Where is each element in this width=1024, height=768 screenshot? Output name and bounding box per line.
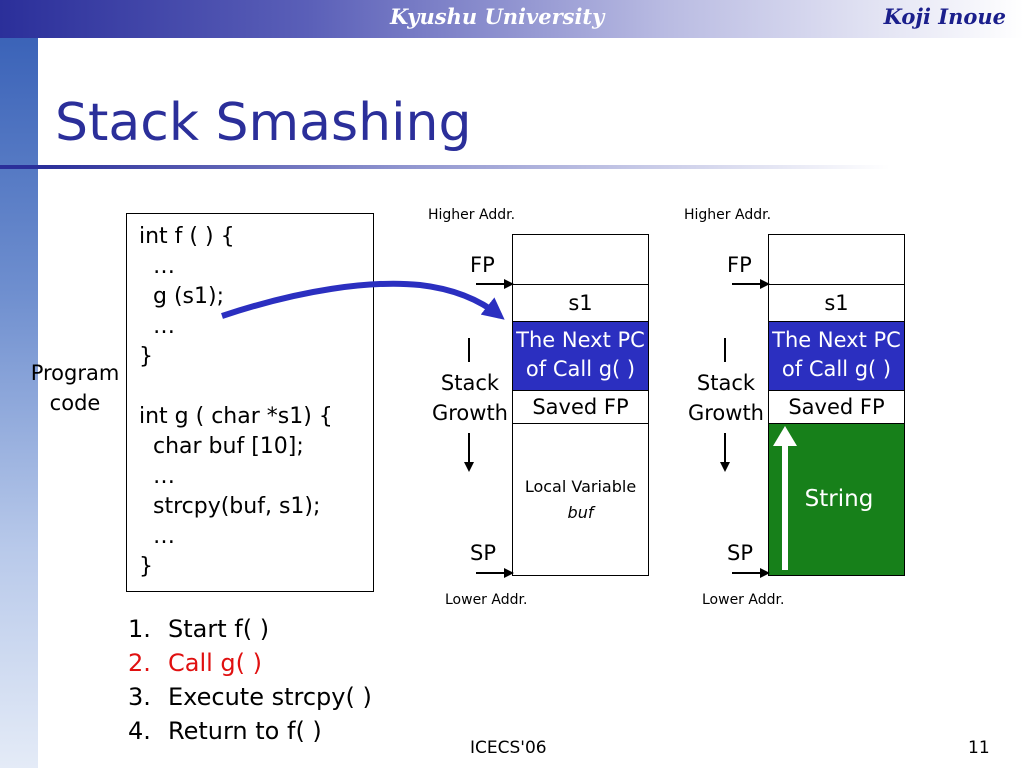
side-bar (0, 38, 38, 768)
code-line: int f ( ) { (139, 224, 235, 249)
code-line: int g ( char *s1) { (139, 404, 333, 429)
step-number: 4. (128, 717, 151, 745)
left-divider (513, 284, 648, 285)
program-code-label-line1: Program (30, 361, 120, 385)
left-growth-line1: Stack (440, 371, 500, 395)
step-item: 3. Execute strcpy( ) (128, 680, 372, 714)
step-item-active: 2. Call g( ) (128, 646, 372, 680)
code-line: … (139, 314, 175, 339)
code-line: } (139, 554, 153, 579)
right-divider (769, 284, 904, 285)
code-line: char buf [10]; (139, 434, 304, 459)
code-line: … (139, 254, 175, 279)
step-text: Return to f( ) (168, 717, 322, 745)
step-text: Execute strcpy( ) (168, 683, 372, 711)
code-line: strcpy(buf, s1); (139, 494, 321, 519)
title-underline (0, 165, 890, 169)
step-number: 1. (128, 615, 151, 643)
right-string-label: String (804, 486, 874, 512)
right-stack-growth-label: Stack Growth (681, 368, 771, 428)
code-line: … (139, 464, 175, 489)
left-next-pc-line2: of Call g( ) (525, 357, 636, 381)
step-text: Start f( ) (168, 615, 270, 643)
right-fp-label: FP (727, 253, 752, 277)
left-growth-line2: Growth (431, 401, 508, 425)
step-number: 2. (128, 649, 151, 677)
university-name: Kyushu University (390, 4, 605, 29)
right-lower-addr-label: Lower Addr. (702, 592, 785, 608)
right-string-region: String (769, 423, 904, 575)
left-saved-fp-slot: Saved FP (513, 390, 648, 423)
code-line: g (s1); (139, 284, 224, 309)
right-s1-slot: s1 (824, 291, 849, 315)
left-stack-growth-label: Stack Growth (425, 368, 515, 428)
overflow-arrow-head-icon (773, 426, 797, 446)
right-sp-label: SP (727, 541, 753, 565)
left-stack-frame: s1 The Next PC of Call g( ) Saved FP Loc… (512, 234, 649, 576)
steps-list: 1. Start f( ) 2. Call g( ) 3. Execute strcp… (128, 612, 372, 748)
step-item: 4. Return to f( ) (128, 714, 372, 748)
program-code-label-line2: code (49, 391, 101, 415)
code-line: } (139, 344, 153, 369)
left-lower-addr-label: Lower Addr. (445, 592, 528, 608)
left-local-line1: Local Variable (524, 477, 637, 496)
slide-title: Stack Smashing (55, 93, 472, 153)
right-stack-frame: s1 The Next PC of Call g( ) Saved FP Str… (768, 234, 905, 576)
right-next-pc-line1: The Next PC (772, 328, 901, 352)
left-local-line2: buf (567, 503, 594, 522)
step-item: 1. Start f( ) (128, 612, 372, 646)
right-growth-line2: Growth (687, 401, 764, 425)
author-name: Koji Inoue (883, 4, 1006, 29)
footer-conference: ICECS'06 (470, 738, 547, 758)
left-higher-addr-label: Higher Addr. (428, 207, 516, 223)
right-growth-line1: Stack (696, 371, 756, 395)
right-higher-addr-label: Higher Addr. (684, 207, 772, 223)
right-next-pc-line2: of Call g( ) (781, 357, 892, 381)
left-local-variable-slot: Local Variable buf (513, 423, 648, 575)
page-number: 11 (968, 738, 990, 758)
right-next-pc-slot: The Next PC of Call g( ) (769, 321, 904, 390)
left-s1-slot: s1 (568, 291, 593, 315)
right-saved-fp-slot: Saved FP (769, 390, 904, 423)
program-code-label: Program code (22, 358, 128, 418)
step-text: Call g( ) (168, 649, 263, 677)
step-number: 3. (128, 683, 151, 711)
left-fp-label: FP (470, 253, 495, 277)
left-sp-label: SP (470, 541, 496, 565)
left-next-pc-line1: The Next PC (516, 328, 645, 352)
call-return-arrow-icon (221, 280, 505, 320)
left-next-pc-slot: The Next PC of Call g( ) (513, 321, 648, 390)
header-bar (0, 0, 1024, 38)
code-box: int f ( ) { … g (s1); … } int g ( char *… (126, 213, 374, 592)
code-line: … (139, 524, 175, 549)
